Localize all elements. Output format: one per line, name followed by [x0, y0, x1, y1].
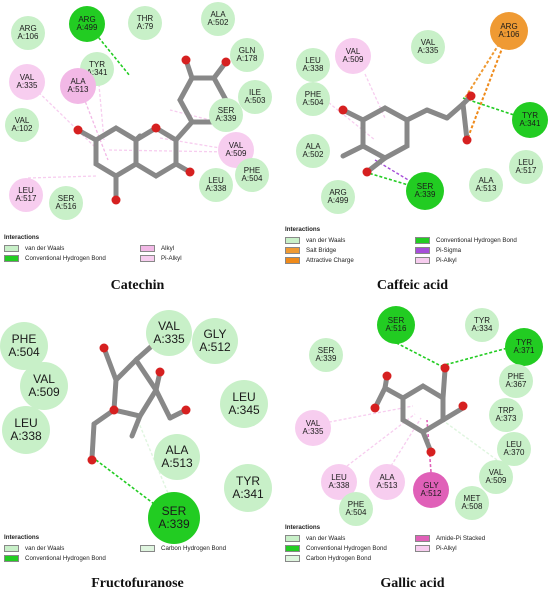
- legend-title: Interactions: [285, 524, 321, 531]
- legend-title: Interactions: [4, 234, 40, 241]
- legend-item-vdw: van der Waals: [4, 545, 64, 552]
- legend-item-amidepi: Amide-Pi Stacked: [415, 535, 485, 542]
- legend-item-hbond: Conventional Hydrogen Bond: [285, 545, 387, 552]
- fructo-molecule: [89, 341, 189, 461]
- legend-fructo: Interactions van der Waals Conventional …: [4, 534, 272, 568]
- legend-item-salt-bridge: Salt Bridge: [285, 247, 336, 254]
- legend-title: Interactions: [4, 534, 40, 541]
- catechin-interaction-lines: [27, 21, 233, 205]
- gallic-oxygen-atoms: [370, 363, 468, 457]
- legend-catechin: Interactions van der Waals Conventional …: [4, 234, 274, 270]
- caffeic-oxygen-atoms: [338, 91, 476, 177]
- caffeic-interaction-lines: [312, 43, 524, 191]
- caffeic-molecule: [340, 93, 474, 175]
- legend-item-chb: Carbon Hydrogen Bond: [140, 545, 226, 552]
- legend-item-hbond: Conventional Hydrogen Bond: [415, 237, 517, 244]
- legend-item-hbond: Conventional Hydrogen Bond: [4, 555, 106, 562]
- legend-item-vdw: van der Waals: [285, 237, 345, 244]
- legend-item-pialkyl: Pi-Alkyl: [140, 255, 182, 262]
- legend-item-vdw: van der Waals: [4, 245, 64, 252]
- legend-title: Interactions: [285, 226, 321, 233]
- legend-item-chb: Carbon Hydrogen Bond: [285, 555, 371, 562]
- legend-item-pisigma: Pi-Sigma: [415, 247, 461, 254]
- legend-caffeic: Interactions van der Waals Salt Bridge A…: [285, 226, 547, 270]
- legend-gallic: Interactions van der Waals Conventional …: [285, 524, 547, 568]
- legend-item-pialkyl: Pi-Alkyl: [415, 257, 457, 264]
- legend-item-vdw: van der Waals: [285, 535, 345, 542]
- caption-catechin: Catechin: [110, 278, 165, 293]
- legend-item-alkyl: Alkyl: [140, 245, 174, 252]
- caption-caffeic: Caffeic acid: [376, 278, 449, 293]
- caption-fructo: Fructofuranose: [91, 576, 184, 591]
- catechin-oxygen-atoms: [73, 55, 231, 205]
- caption-gallic: Gallic acid: [380, 576, 445, 591]
- legend-item-attractive-charge: Attractive Charge: [285, 257, 354, 264]
- legend-item-hbond: Conventional Hydrogen Bond: [4, 255, 106, 262]
- legend-item-pialkyl: Pi-Alkyl: [415, 545, 457, 552]
